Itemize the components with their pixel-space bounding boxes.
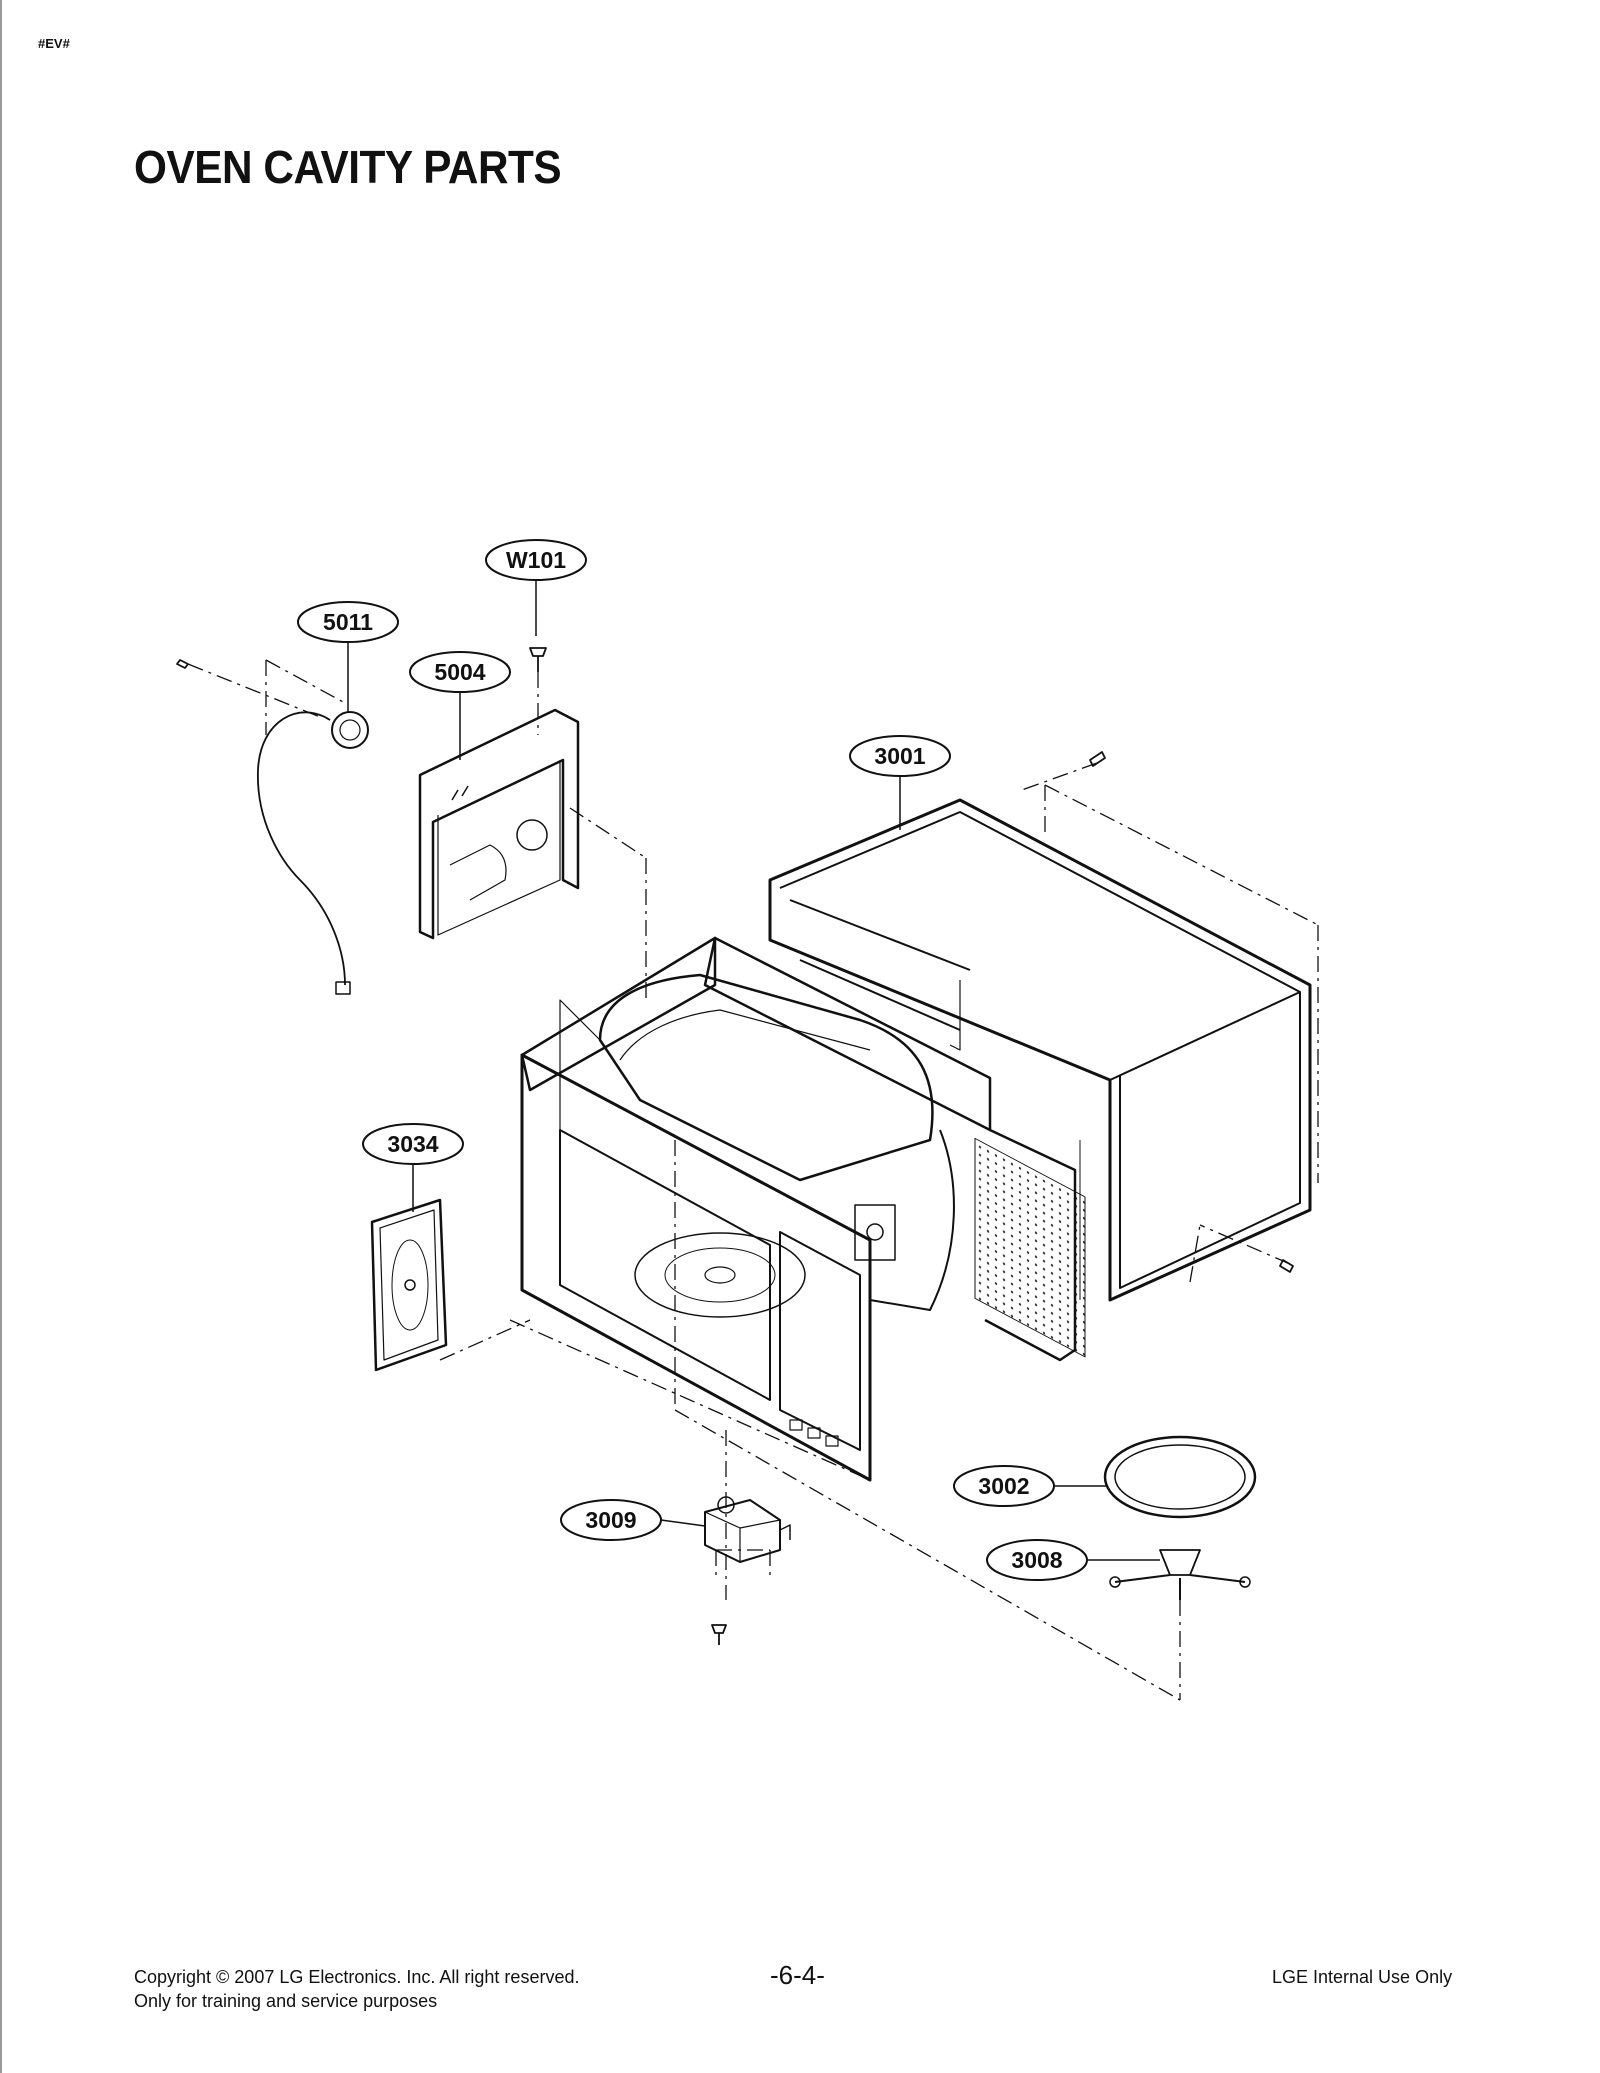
page-number: -6-4- (770, 1960, 825, 1990)
footer-internal-note: LGE Internal Use Only (1272, 1967, 1453, 1987)
footer-copyright-block: Copyright © 2007 LG Electronics. Inc. Al… (134, 1965, 579, 2013)
guide-lines (187, 659, 1319, 1701)
glass-tray-3002 (1103, 1435, 1257, 1519)
callout-label: 3002 (978, 1473, 1029, 1499)
document-tag: #EV# (38, 36, 70, 51)
screws (176, 647, 1294, 1645)
bracket-5004 (418, 708, 580, 940)
callout-3002: 3002 (953, 1465, 1106, 1507)
motor-3009 (704, 1496, 791, 1563)
cover-3034 (370, 1198, 448, 1372)
callout-3001: 3001 (849, 735, 951, 830)
roller-3008 (1109, 1549, 1251, 1600)
page-left-edge (0, 0, 2, 2073)
callout-label: 5004 (434, 659, 485, 685)
footer-copyright: Copyright © 2007 LG Electronics. Inc. Al… (134, 1967, 580, 1987)
callout-3034: 3034 (362, 1123, 464, 1212)
callout-label: 5011 (323, 609, 373, 635)
callout-label: W101 (506, 547, 566, 573)
oven-cavity-frame (520, 936, 1077, 1482)
footer-training-note: Only for training and service purposes (134, 1991, 438, 2011)
callout-label: 3009 (585, 1507, 636, 1533)
callout-5004: 5004 (409, 651, 511, 760)
callout-3009: 3009 (560, 1499, 706, 1541)
callout-label: 3034 (387, 1131, 438, 1157)
callout-label: 3001 (874, 743, 925, 769)
lamp-5011 (257, 711, 369, 995)
callout-W101: W101 (485, 539, 587, 636)
callout-5011: 5011 (297, 601, 399, 712)
callout-3008: 3008 (986, 1539, 1160, 1581)
outer-case (768, 798, 1312, 1358)
page-title: OVEN CAVITY PARTS (134, 141, 562, 193)
callout-label: 3008 (1011, 1547, 1062, 1573)
